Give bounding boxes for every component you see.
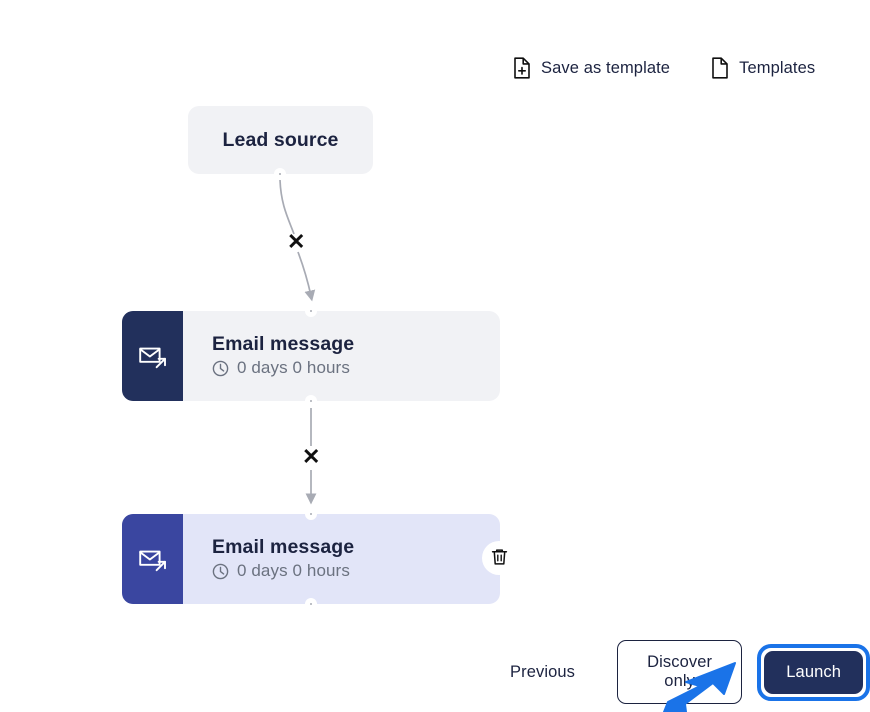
node-email-message-2[interactable]: Email message 0 days 0 hours xyxy=(122,514,500,604)
connector-remove-2[interactable]: ✕ xyxy=(302,444,321,469)
launch-button-focus-ring: Launch xyxy=(757,643,870,701)
node-delay-text: 0 days 0 hours xyxy=(237,561,350,581)
connector-dot-email-1-bottom[interactable] xyxy=(305,395,317,407)
save-as-template-label: Save as template xyxy=(541,58,671,77)
node-title: Email message xyxy=(212,535,355,558)
save-as-template-button[interactable]: Save as template xyxy=(508,55,674,81)
launch-button[interactable]: Launch xyxy=(764,650,863,694)
node-delay: 0 days 0 hours xyxy=(212,358,500,378)
toolbar: Save as template Templates xyxy=(508,55,819,81)
trash-icon xyxy=(490,547,509,570)
node-email-message-1[interactable]: Email message 0 days 0 hours xyxy=(122,311,500,401)
node-lead-source[interactable]: Lead source xyxy=(188,106,373,174)
templates-button[interactable]: Templates xyxy=(706,55,819,81)
connector-dot-email-2-bottom[interactable] xyxy=(305,598,317,610)
clock-icon xyxy=(212,563,229,580)
previous-button[interactable]: Previous xyxy=(500,655,585,690)
connector-dot-email-2-top[interactable] xyxy=(305,508,317,520)
connector-dot-email-1-top[interactable] xyxy=(305,305,317,317)
templates-label: Templates xyxy=(739,58,816,77)
email-send-icon xyxy=(122,311,183,401)
node-title: Email message xyxy=(212,332,355,355)
card-body: Email message 0 days 0 hours xyxy=(183,514,500,604)
connector-dot-lead-source-bottom[interactable] xyxy=(274,168,286,180)
node-delay-text: 0 days 0 hours xyxy=(237,358,350,378)
document-plus-icon xyxy=(512,57,531,79)
delete-node-button[interactable] xyxy=(482,541,516,575)
email-send-icon xyxy=(122,514,183,604)
card-body: Email message 0 days 0 hours xyxy=(183,311,500,401)
node-delay: 0 days 0 hours xyxy=(212,561,500,581)
clock-icon xyxy=(212,360,229,377)
lead-source-title: Lead source xyxy=(222,128,339,151)
document-icon xyxy=(710,57,729,79)
connector-remove-1[interactable]: ✕ xyxy=(287,229,306,254)
